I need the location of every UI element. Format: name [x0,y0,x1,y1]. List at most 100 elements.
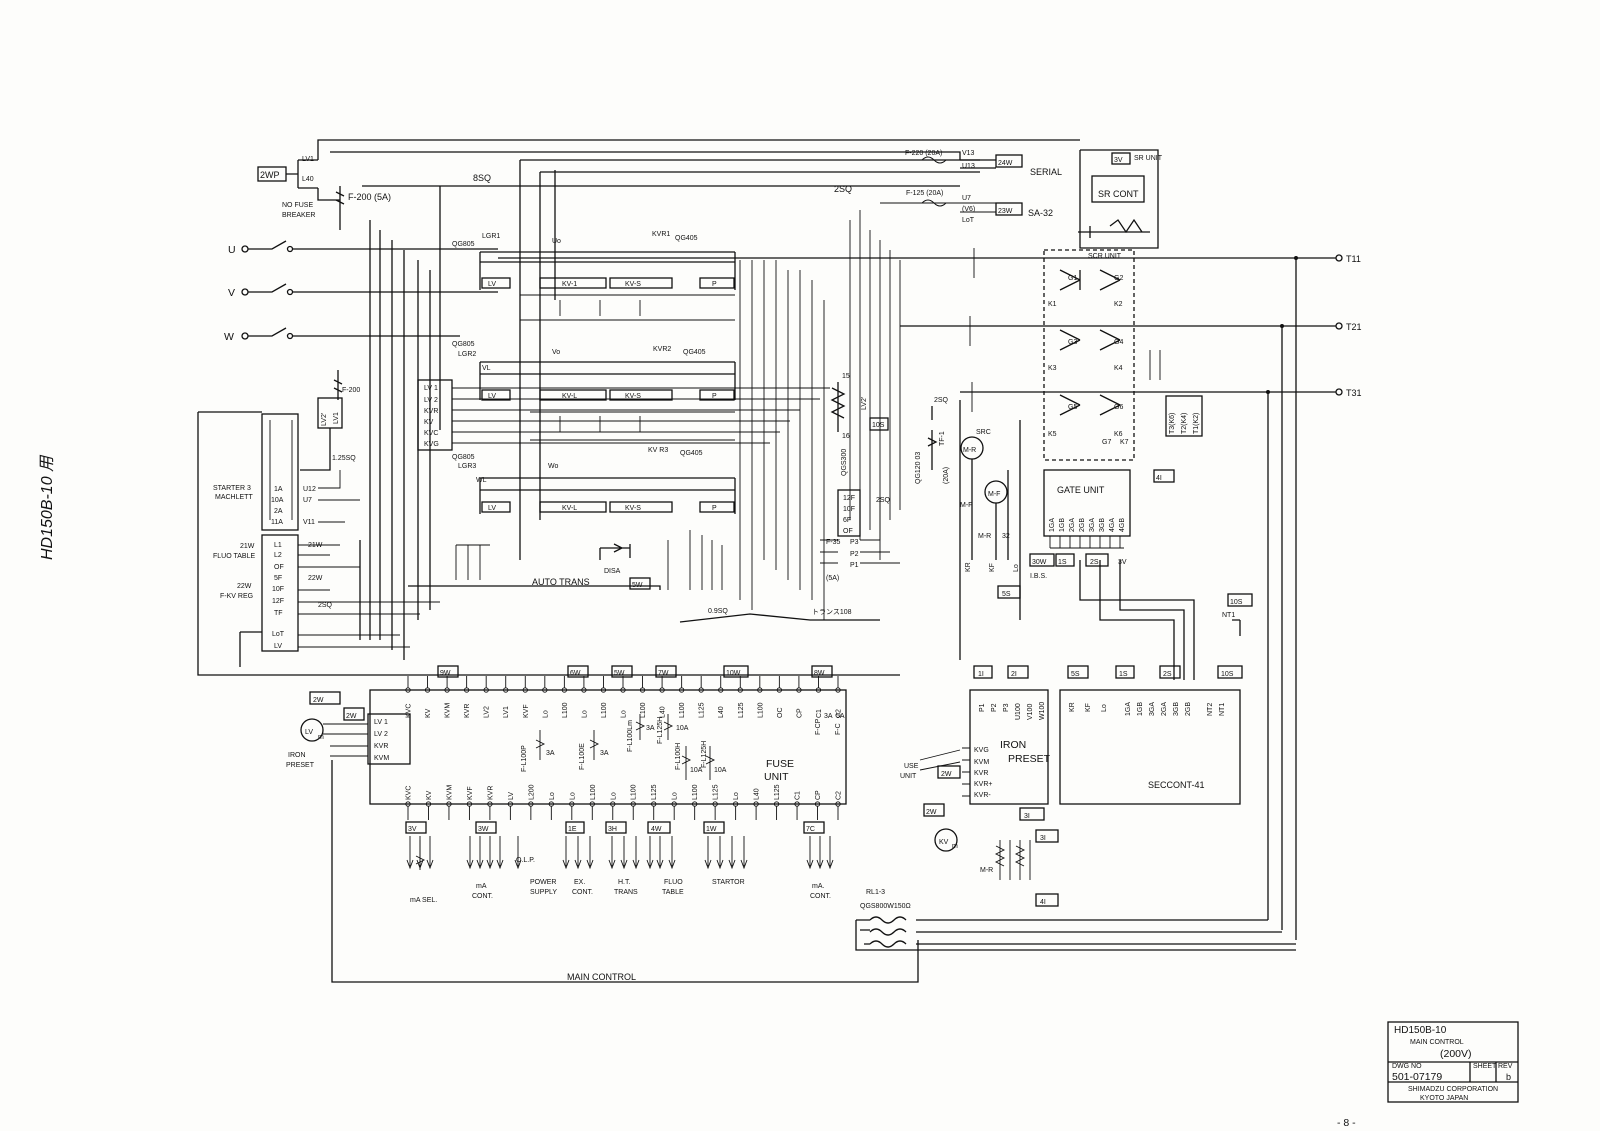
src-label: SRC [976,429,991,436]
qg120-label: QG120 03 [915,452,922,484]
iron-top-0: P1 [979,703,986,712]
relay-lv-1: LV [488,281,496,288]
output-arrow [704,836,712,870]
kv-meter-sub: m [952,843,958,850]
ibs-label: I.B.S. [1030,573,1047,580]
output-arrow [466,836,474,870]
scr-g5: G5 [1068,404,1077,411]
ibs-term-0: KR [965,562,972,572]
gate-unit-label: GATE UNIT [1057,485,1105,495]
connector-4i-b: 4I [1040,899,1046,906]
wire-2sq: 2SQ [834,184,852,194]
connector-2w-iron: 2W [941,771,952,778]
vo-label: Vo [552,349,560,356]
rl-label: RL1-3 [866,889,885,896]
connector-1i: 1I [978,671,984,678]
t21-label: T21 [1346,322,1362,332]
f125-label: F-125 (20A) [906,190,943,197]
iron-in-4: KVR- [974,792,991,799]
f200-lower-label: F-200 [342,387,360,394]
right-side-8: (5A) [826,575,839,582]
lgr2: LGR2 [458,351,476,358]
wire-09sq: 0.9SQ [708,608,728,615]
fuse-terminal-label: KV [425,708,432,718]
disa-label: DISA [604,568,621,575]
page-number: - 8 - [1337,1117,1356,1129]
lv2-prime-label: LV2' [321,413,328,426]
iron-preset-block: 1I 2I P1 P2 P3 U100 V100 W100 IRON PRESE… [900,665,1051,821]
fuse-in-11: 10A [714,767,727,774]
fuse-in-14: F-C [835,723,842,735]
connector-10s-a: 10S [872,422,885,429]
three-phase-input: U V W NO FUSE BREAKER [224,202,498,343]
lv2-top-label: L40 [302,176,314,183]
breaker-label-1: NO FUSE [282,202,313,209]
right-side-7: P1 [850,562,859,569]
output-terminals: T11 T21 T31 T3(K6) T2(K4) T1(K2) 4I [498,248,1362,940]
connector-3v-gate: 3V [1118,559,1127,566]
scr-unit: SCR UNIT G1 G2 K1 K2 G3 G4 K3 K4 G5 G6 K… [1043,249,1135,461]
connector-5w: 5W [632,582,643,589]
mr-resistor-label: M-R [980,867,993,874]
fuse-terminal-label: Lo [733,792,740,800]
sec-term-7: 3GB [1173,702,1180,716]
power-1: POWER [530,879,556,886]
output-arrow [826,836,834,870]
fuse-terminal-label: L100 [679,702,686,718]
fuse-in-0: F-L100P [521,745,528,772]
gate-term-1: 1GB [1059,518,1066,532]
wl-label: WL [476,477,487,484]
nt2-label: LV2' [861,397,868,410]
fuse-terminal-label: KVR [487,786,494,800]
fuse-terminal-label: L100 [590,784,597,800]
output-arrow [728,836,736,870]
fuse-in-6: F-L125H [657,717,664,744]
fuse-in-5: 3A [646,725,655,732]
qgs300-rheostat: 15 QGS300 16 LV2' 10S [830,373,889,476]
relay-p-2: P [712,393,717,400]
motor-section: M-R SRC M-F M-F M-R 32 KR KF Lo 5S [959,400,1021,660]
main-control-label: MAIN CONTROL [567,972,636,982]
right-side-0: 12F [843,495,855,502]
starter-terminal-block: STARTER 3 MACHLETT 1A 10A 2A 11A U12 U7 … [197,411,900,676]
sec-term-2: Lo [1101,704,1108,712]
fuse-terminal-label: L40 [718,706,725,718]
panel-2: KVR [374,743,388,750]
connector-2wp: 2WP [260,170,280,180]
scr-unit-label: SCR UNIT [1088,253,1122,260]
mr-ann: M-R [978,533,991,540]
ibs-term-2: Lo [1013,564,1020,572]
output-arrow [668,836,676,870]
fuse-terminal-label: Lo [610,792,617,800]
fuse-terminal-label: L125 [774,784,781,800]
power-2: SUPPLY [530,889,557,896]
tb-sheet-label: SHEET [1473,1063,1497,1070]
disa-terminals: DISA 5W [455,530,723,590]
ma2-1: mA. [812,883,825,890]
fuse-terminal-label: KVC [406,786,413,800]
phase-v-label: V [228,287,235,299]
lv-meter-label: LV [305,729,313,736]
ht-2: TRANS [614,889,638,896]
relay-row-3: QG805 LGR3 WL Wo KV R3 QG405 LV KV-L KV-… [452,447,736,514]
connector-30w: 30W [1032,559,1047,566]
fuse-terminal-label: L125 [651,784,658,800]
bottom-connectors: 3V 3W 1E 3H 4W 1W 7C O.L.P. mA SEL. mA C… [405,821,834,904]
connector-10s-b: 10S [1230,599,1243,606]
relay-kvl-2: KV-L [562,393,577,400]
scr-g3: G3 [1068,339,1077,346]
lot-label: LoT [962,217,975,224]
ma2-2: CONT. [810,893,831,900]
fuse-terminal-label: C1 [795,791,802,800]
ex-2: CONT. [572,889,593,896]
lv-list-5: KVG [424,441,439,448]
right-term-1: T2(K4) [1181,413,1188,434]
tb-rev-label: REV [1498,1063,1513,1070]
connector-1s-gate: 1S [1058,559,1067,566]
phase-w-label: W [224,331,234,343]
scr-k7: K7 [1120,439,1129,446]
relay-lv-2: LV [488,393,496,400]
starter-term-2: 2A [274,508,283,515]
